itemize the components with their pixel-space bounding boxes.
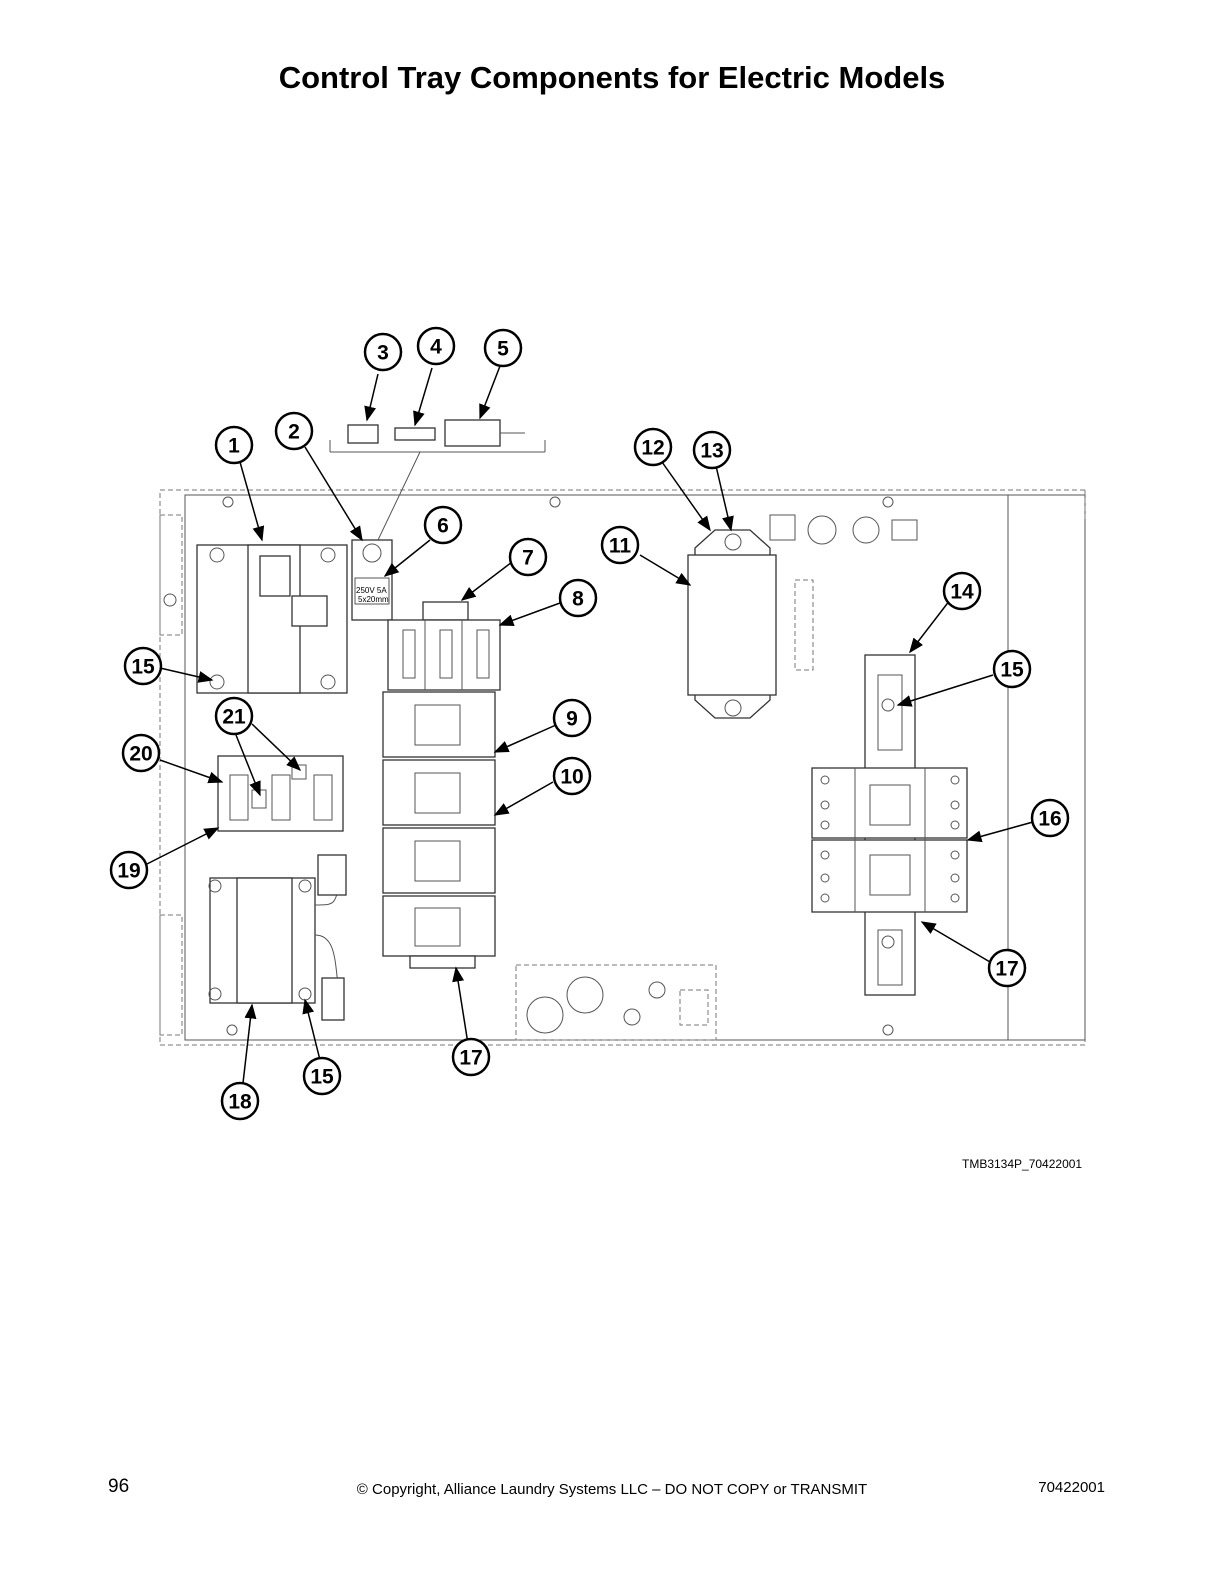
- callout-5: 5: [483, 328, 523, 368]
- circuit-breaker: [387, 601, 501, 691]
- svg-text:11: 11: [609, 535, 632, 558]
- leader-lines: [144, 365, 1034, 1084]
- callout-7: 7: [508, 537, 548, 577]
- line-filter: [687, 529, 777, 719]
- callout-8: 8: [558, 578, 598, 618]
- svg-text:12: 12: [641, 437, 664, 460]
- callout-12: 12: [633, 427, 673, 467]
- callout-1: 1: [214, 425, 254, 465]
- svg-text:15: 15: [131, 656, 155, 679]
- svg-text:8: 8: [572, 588, 584, 611]
- callout-15-upper-left: 15: [123, 646, 163, 686]
- contactor-stack: [382, 691, 496, 969]
- callout-17-lower: 17: [451, 1037, 491, 1077]
- callout-18: 18: [220, 1081, 260, 1121]
- callout-3: 3: [363, 332, 403, 372]
- svg-text:13: 13: [700, 440, 723, 463]
- page-title: Control Tray Components for Electric Mod…: [278, 60, 946, 95]
- svg-text:3: 3: [377, 342, 389, 365]
- svg-text:7: 7: [522, 547, 534, 570]
- callout-21: 21: [214, 696, 254, 736]
- svg-text:10: 10: [560, 766, 583, 789]
- callout-4: 4: [416, 326, 456, 366]
- svg-text:21: 21: [222, 706, 246, 729]
- svg-text:19: 19: [117, 860, 140, 883]
- fuse-parts-detail: [329, 419, 546, 541]
- fuse-holder: 250V 5A 5x20mm: [351, 539, 393, 621]
- svg-text:1: 1: [228, 435, 240, 458]
- control-tray-diagram: 250V 5A 5x20mm: [109, 326, 1086, 1121]
- callout-19: 19: [109, 850, 149, 890]
- svg-text:4: 4: [430, 336, 442, 359]
- svg-text:20: 20: [129, 743, 152, 766]
- document-number: 70422001: [1038, 1479, 1105, 1496]
- callout-15-lower: 15: [302, 1056, 342, 1096]
- fuse-rating-label: 250V 5A: [356, 586, 387, 595]
- svg-text:14: 14: [950, 581, 974, 604]
- svg-text:5: 5: [497, 338, 509, 361]
- svg-text:6: 6: [437, 515, 449, 538]
- callout-14: 14: [942, 571, 982, 611]
- callout-9: 9: [552, 698, 592, 738]
- page-number: 96: [108, 1476, 130, 1497]
- bottom-plate: [515, 964, 717, 1041]
- callout-15-right: 15: [992, 649, 1032, 689]
- callout-16: 16: [1030, 798, 1070, 838]
- svg-text:15: 15: [1000, 659, 1024, 682]
- fuse-size-label: 5x20mm: [358, 595, 389, 604]
- callout-20: 20: [121, 733, 161, 773]
- callout-13: 13: [692, 430, 732, 470]
- figure-id: TMB3134P_70422001: [962, 1157, 1083, 1171]
- transformer-lower: [208, 854, 347, 1021]
- svg-text:16: 16: [1038, 808, 1061, 831]
- callout-10: 10: [552, 756, 592, 796]
- svg-text:17: 17: [995, 958, 1018, 981]
- callout-11: 11: [600, 525, 640, 565]
- svg-text:17: 17: [459, 1047, 482, 1070]
- terminal-block: [217, 755, 344, 832]
- svg-text:2: 2: [288, 421, 300, 444]
- callout-17-right: 17: [987, 948, 1027, 988]
- callout-6: 6: [423, 505, 463, 545]
- reversing-contactors: [811, 767, 968, 913]
- svg-text:9: 9: [566, 708, 578, 731]
- copyright-notice: © Copyright, Alliance Laundry Systems LL…: [356, 1481, 868, 1498]
- terminal-block-small: [769, 514, 918, 671]
- callout-2: 2: [274, 411, 314, 451]
- svg-text:18: 18: [228, 1091, 252, 1114]
- transformer-upper: [196, 544, 348, 694]
- svg-text:15: 15: [310, 1066, 334, 1089]
